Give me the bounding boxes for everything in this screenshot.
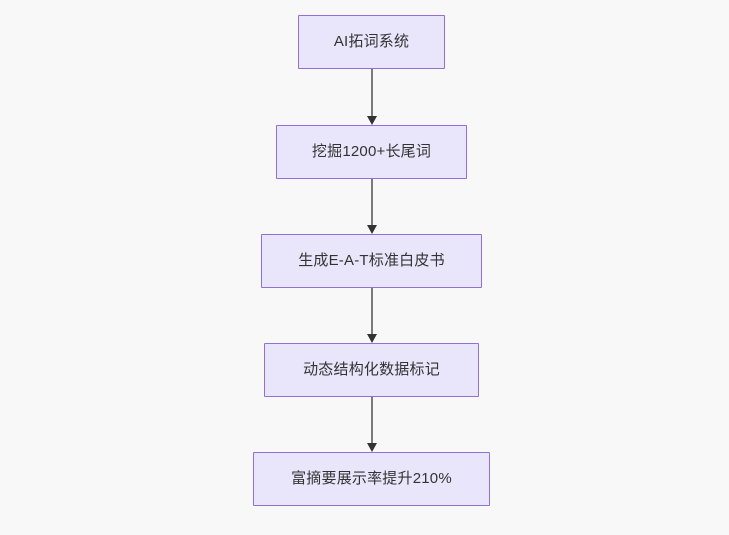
connector-node3-to-node4 [365, 288, 379, 343]
connector-node4-to-node5 [365, 397, 379, 452]
flowchart-node-5[interactable]: 富摘要展示率提升210% [253, 452, 490, 506]
flowchart-node-label: 富摘要展示率提升210% [291, 470, 452, 487]
arrowhead-down-icon [367, 225, 377, 234]
arrowhead-down-icon [367, 334, 377, 343]
connector-node2-to-node3 [365, 179, 379, 234]
connector-line [371, 179, 373, 226]
connector-line [371, 288, 373, 335]
flowchart-node-3[interactable]: 生成E-A-T标准白皮书 [261, 234, 482, 288]
connector-node1-to-node2 [365, 69, 379, 125]
arrowhead-down-icon [367, 116, 377, 125]
connector-line [371, 69, 373, 117]
flowchart-node-label: AI拓词系统 [333, 33, 410, 50]
connector-line [371, 397, 373, 444]
flowchart-node-1[interactable]: AI拓词系统 [298, 15, 445, 69]
arrowhead-down-icon [367, 443, 377, 452]
flowchart-node-label: 生成E-A-T标准白皮书 [298, 252, 445, 269]
flowchart-node-2[interactable]: 挖掘1200+长尾词 [276, 125, 467, 179]
flowchart-node-label: 挖掘1200+长尾词 [311, 143, 432, 160]
flowchart-node-label: 动态结构化数据标记 [303, 361, 440, 378]
flowchart-node-4[interactable]: 动态结构化数据标记 [264, 343, 479, 397]
